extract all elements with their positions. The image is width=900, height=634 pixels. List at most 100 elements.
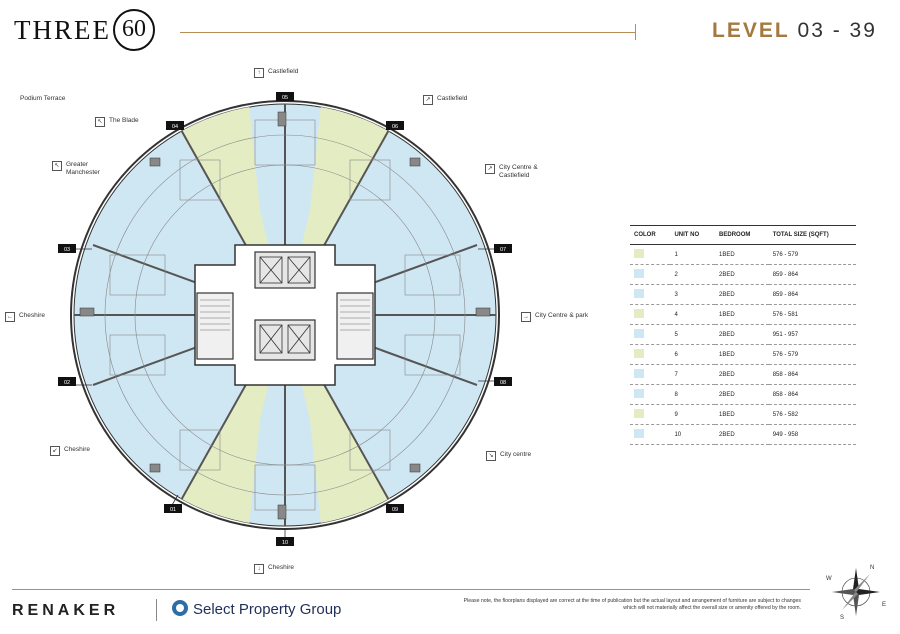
size-cell: 858 - 864 [768, 384, 856, 405]
col-bedroom: BEDROOM [715, 225, 769, 245]
direction-city-centre-castlefield: ↗ City Centre & Castlefield [485, 164, 547, 180]
size-cell: 858 - 864 [768, 364, 856, 385]
color-swatch-cell [630, 264, 671, 285]
direction-bottom-left: ↙ Cheshire [50, 446, 90, 456]
unit-cell: 7 [670, 364, 716, 385]
direction-bottom-right: ↘ City centre [486, 451, 531, 461]
arrow-up-icon: ↑ [254, 68, 264, 78]
direction-podium: Podium Terrace [20, 95, 66, 102]
size-cell: 859 - 864 [768, 264, 856, 285]
brand-word: THREE [14, 15, 111, 46]
unit-tag-07: 07 [500, 247, 506, 253]
arrow-up-right-icon: ↗ [485, 164, 495, 174]
unit-tag-01-box [164, 504, 182, 513]
color-swatch-cell [630, 404, 671, 425]
direction-left: ← Cheshire [5, 312, 46, 322]
unit-cell: 8 [670, 384, 716, 405]
color-swatch-cell [630, 284, 671, 305]
unit-tag-04: 04 [172, 124, 178, 130]
unit-tag-09: 09 [392, 507, 398, 513]
unit-tag-05-box [276, 92, 294, 101]
size-cell: 576 - 582 [768, 404, 856, 425]
lift-core-lower [254, 319, 316, 361]
direction-greater-manchester: ↖ Greater Manchester [52, 161, 110, 177]
compass-n: N [870, 565, 874, 571]
unit-tag-06: 06 [392, 124, 398, 130]
compass-s: S [840, 615, 844, 621]
unit-table: COLOR UNIT NO BEDROOM TOTAL SIZE (SQFT) … [630, 225, 856, 445]
color-swatch-cell [630, 304, 671, 325]
bedroom-cell: 1BED [715, 344, 769, 365]
unit-tag-02-box [58, 377, 76, 386]
unit-cell: 2 [670, 264, 716, 285]
stair-left [196, 292, 234, 360]
arrow-left-icon: ← [5, 312, 15, 322]
bedroom-cell: 1BED [715, 244, 769, 265]
bedroom-cell: 2BED [715, 384, 769, 405]
lift-core-upper [254, 251, 316, 289]
header-rule [180, 32, 636, 33]
color-swatch-cell [630, 384, 671, 405]
floor-plan: 01 02 03 04 05 06 07 08 09 10 [58, 92, 512, 546]
unit-tag-02: 02 [64, 380, 70, 386]
unit-tag-03: 03 [64, 247, 70, 253]
size-cell: 949 - 958 [768, 424, 856, 445]
size-cell: 951 - 957 [768, 324, 856, 345]
arrow-up-right-icon: ↗ [423, 95, 433, 105]
direction-bottom: ↓ Cheshire [254, 564, 294, 574]
compass-w: W [826, 576, 832, 582]
bedroom-cell: 2BED [715, 284, 769, 305]
arrow-down-right-icon: ↘ [486, 451, 496, 461]
disclaimer: Please note, the floorplans displayed ar… [463, 598, 801, 611]
select-property-logo-icon [172, 600, 188, 616]
direction-blade: ↖ The Blade [95, 117, 139, 127]
level-label: LEVEL [712, 19, 790, 42]
bedroom-cell: 1BED [715, 304, 769, 325]
select-property-logo: Select Property Group [193, 601, 342, 618]
table-header-row: COLOR UNIT NO BEDROOM TOTAL SIZE (SQFT) [630, 225, 856, 245]
color-swatch [634, 329, 644, 338]
unit-cell: 4 [670, 304, 716, 325]
unit-tag-01: 01 [170, 507, 176, 513]
direction-right: → City Centre & park [521, 312, 589, 322]
arrow-up-left-icon: ↖ [95, 117, 105, 127]
core-corridor [194, 244, 376, 386]
color-swatch [634, 269, 644, 278]
arrow-right-icon: → [521, 312, 531, 322]
col-unit: UNIT NO [670, 225, 716, 245]
bedroom-cell: 2BED [715, 424, 769, 445]
footer-rule [12, 589, 810, 590]
size-cell: 859 - 864 [768, 284, 856, 305]
bedroom-cell: 2BED [715, 264, 769, 285]
unit-cell: 1 [670, 244, 716, 265]
stair-right [336, 292, 374, 360]
unit-tag-10-box [276, 537, 294, 546]
color-swatch [634, 309, 644, 318]
header-rule-end [635, 24, 636, 40]
direction-top: ↑ Castlefield [254, 68, 298, 78]
unit-tags: 01 02 03 04 05 06 07 08 09 10 [58, 92, 512, 546]
size-cell: 576 - 579 [768, 344, 856, 365]
unit-tag-08-box [494, 377, 512, 386]
col-size: TOTAL SIZE (SQFT) [768, 225, 856, 245]
color-swatch [634, 429, 644, 438]
unit-tag-04-box [166, 121, 184, 130]
unit-cell: 3 [670, 284, 716, 305]
size-cell: 576 - 579 [768, 244, 856, 265]
color-swatch-cell [630, 344, 671, 365]
compass-icon: N E S W [826, 565, 886, 621]
level-title: LEVEL 03 - 39 [712, 19, 877, 43]
color-swatch [634, 349, 644, 358]
direction-top-right: ↗ Castlefield [423, 95, 467, 105]
bedroom-cell: 2BED [715, 324, 769, 345]
col-color: COLOR [630, 225, 671, 245]
color-swatch [634, 389, 644, 398]
color-swatch-cell [630, 324, 671, 345]
arrow-up-left-icon: ↖ [52, 161, 62, 171]
